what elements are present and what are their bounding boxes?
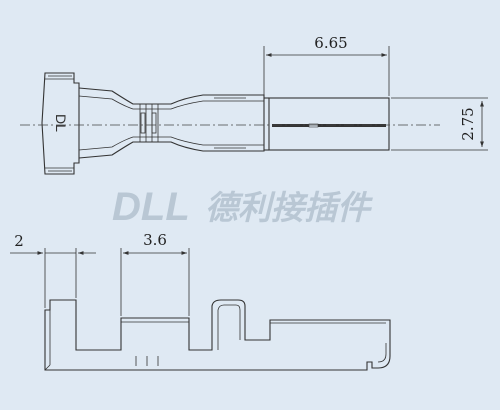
crimp-body — [78, 87, 265, 159]
contact-box — [268, 97, 390, 151]
dimension-width: 2.75 — [391, 97, 488, 151]
watermark-brand: DLL — [112, 185, 190, 229]
dim-left-label: 2 — [14, 232, 24, 250]
watermark: DLL 德利接插件 — [112, 185, 373, 229]
side-view: 2 3.6 — [10, 231, 391, 371]
side-profile — [44, 299, 391, 371]
contact-slit — [272, 124, 386, 127]
top-view: DL 6.65 2.75 — [20, 34, 488, 175]
dimension-mid: 3.6 — [120, 231, 190, 316]
terminal-marking: DL — [53, 114, 69, 132]
dimension-left: 2 — [10, 232, 96, 308]
dim-length-label: 6.65 — [314, 34, 347, 52]
dim-width-label: 2.75 — [459, 107, 477, 140]
watermark-company: 德利接插件 — [205, 188, 373, 227]
dim-mid-label: 3.6 — [143, 231, 167, 249]
insulation-crimp-head — [41, 72, 80, 175]
dimension-length: 6.65 — [263, 34, 390, 96]
